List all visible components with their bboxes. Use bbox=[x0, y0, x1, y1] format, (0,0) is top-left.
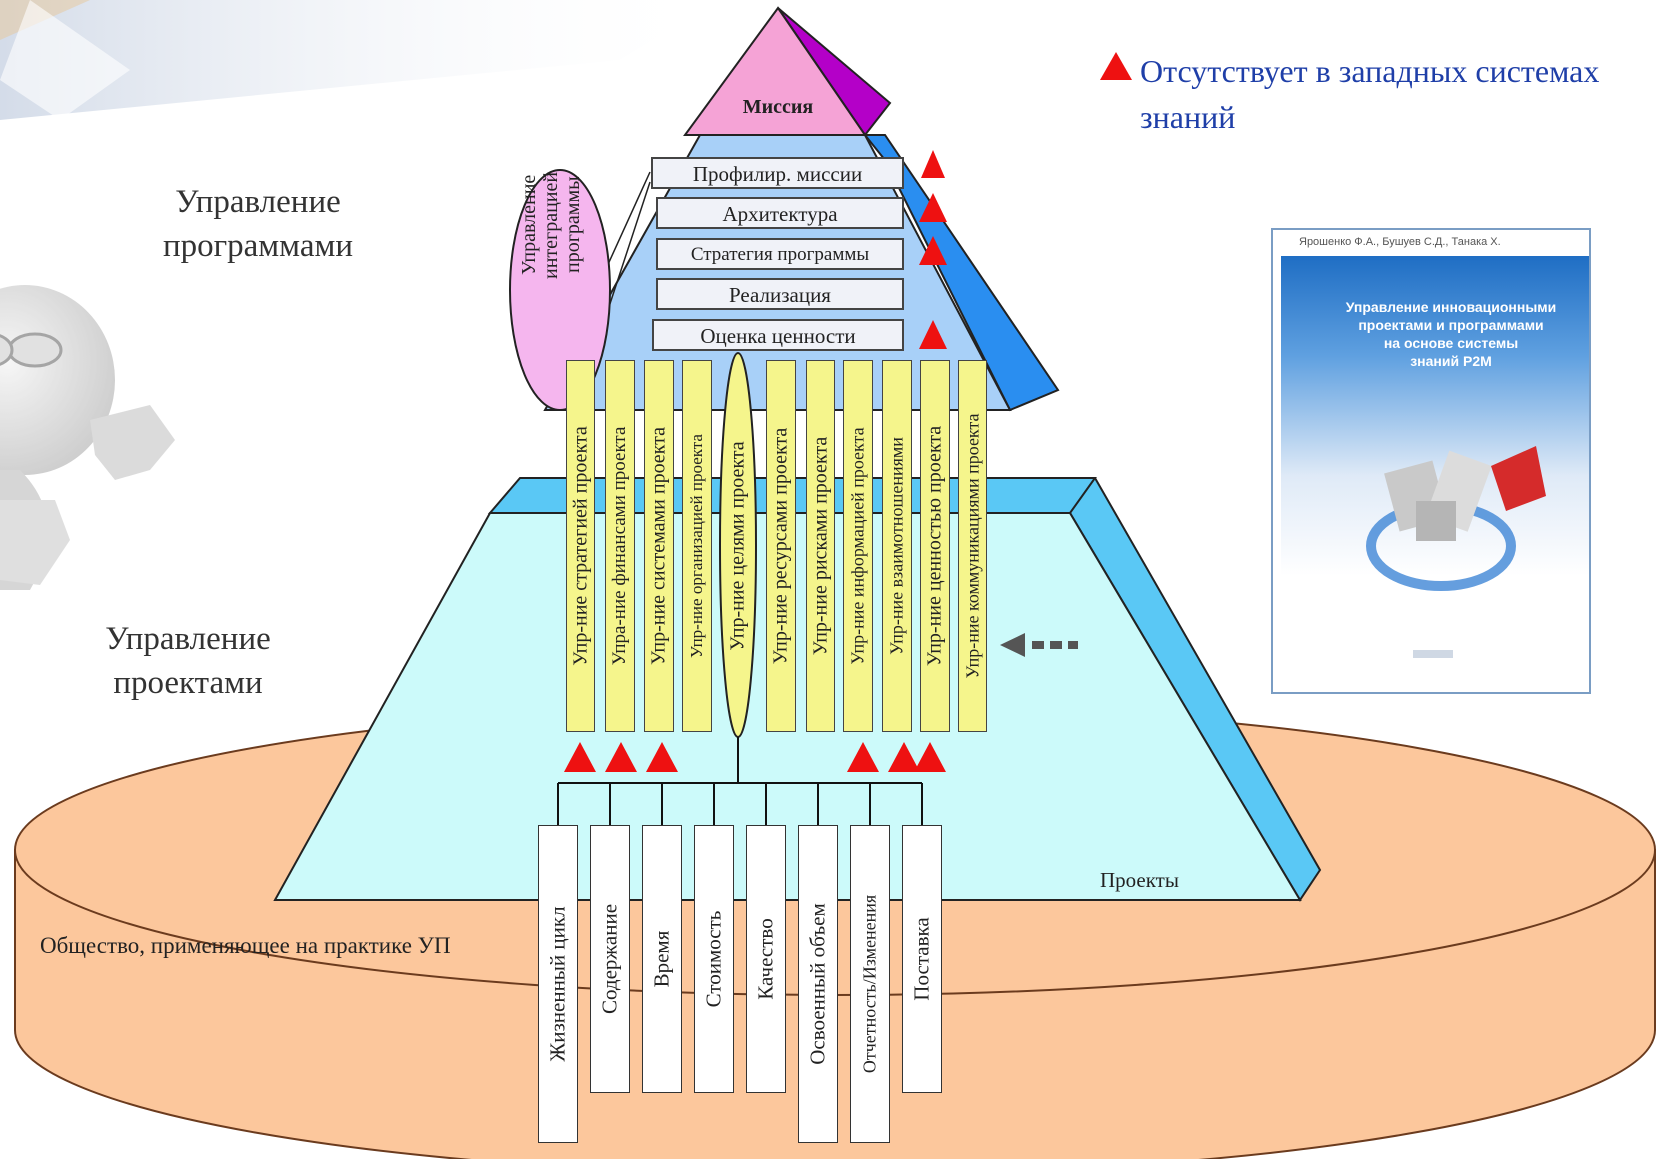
marker-triangle bbox=[605, 742, 637, 772]
connector-tree bbox=[557, 737, 923, 825]
marker-triangle bbox=[921, 150, 945, 178]
base-reporting: Отчетность/Изменения bbox=[850, 825, 890, 1143]
marker-triangle bbox=[919, 320, 947, 349]
marker-triangle bbox=[847, 742, 879, 772]
base-lifecycle: Жизненный цикл bbox=[538, 825, 578, 1143]
program-level-implementation: Реализация bbox=[656, 278, 904, 310]
book-cover-image bbox=[1366, 446, 1546, 591]
column-strategy: Упр-ние стратегией проекта bbox=[566, 360, 595, 732]
marker-triangle bbox=[888, 742, 920, 772]
program-level-strategy: Стратегия программы bbox=[656, 238, 904, 270]
project-management-label: Управление проектами bbox=[105, 621, 271, 701]
program-level-architecture: Архитектура bbox=[656, 197, 904, 229]
column-resources: Упр-ние ресурсами проекта bbox=[766, 360, 796, 732]
book-authors: Ярошенко Ф.А., Бушуев С.Д., Танака Х. bbox=[1299, 236, 1501, 248]
legend-text: Отсутствует в западных системах знаний bbox=[1140, 53, 1600, 135]
column-relationships: Упр-ние взаимотношениями bbox=[882, 360, 912, 732]
column-finance: Упра-ние финансами проекта bbox=[605, 360, 635, 732]
column-risks: Упр-ние рисками проекта bbox=[806, 360, 835, 732]
program-management-label: Управление программами bbox=[162, 184, 354, 264]
projects-label: Проекты bbox=[1100, 868, 1179, 892]
society-label: Общество, применяющее на практике УП bbox=[40, 933, 451, 958]
base-earned-value: Освоенный объем bbox=[798, 825, 838, 1143]
legend-marker-icon bbox=[1100, 52, 1132, 80]
marker-triangle bbox=[914, 742, 946, 772]
program-pyramid-side bbox=[862, 134, 1060, 412]
column-goals: Упр-ние целями проекта bbox=[726, 441, 749, 651]
marker-triangle bbox=[564, 742, 596, 772]
marker-triangle bbox=[646, 742, 678, 772]
base-scope: Содержание bbox=[590, 825, 630, 1093]
integration-ellipse bbox=[509, 169, 611, 411]
column-information: Упр-ние информацией проекта bbox=[843, 360, 873, 732]
program-level-value: Оценка ценности bbox=[652, 319, 904, 351]
column-communications: Упр-ние коммуникациями проекта bbox=[958, 360, 987, 732]
column-systems: Упр-ние системами проекта bbox=[644, 360, 674, 732]
absence-markers bbox=[564, 52, 1132, 772]
book-cover: Ярошенко Ф.А., Бушуев С.Д., Танака Х. Уп… bbox=[1271, 228, 1591, 694]
dashed-arrow bbox=[1000, 633, 1078, 657]
marker-triangle bbox=[919, 236, 947, 265]
base-cost: Стоимость bbox=[694, 825, 734, 1093]
book-title: Управление инновационными проектами и пр… bbox=[1345, 299, 1557, 369]
column-value: Упр-ние ценностью проекта bbox=[920, 360, 950, 732]
book-publisher-mark bbox=[1413, 650, 1453, 658]
base-delivery: Поставка bbox=[902, 825, 942, 1093]
mission-pyramid bbox=[683, 6, 867, 136]
base-quality: Качество bbox=[746, 825, 786, 1093]
mission-label: Миссия bbox=[742, 96, 814, 118]
background-decoration bbox=[0, 0, 720, 120]
book-cover-panel: Управление инновационными проектами и пр… bbox=[1281, 256, 1589, 656]
integration-label: Управление интеграцией программы bbox=[518, 171, 584, 279]
marker-triangle bbox=[919, 193, 947, 222]
figure-illustration bbox=[0, 285, 175, 590]
base-time: Время bbox=[642, 825, 682, 1093]
program-level-profiling: Профилир. миссии bbox=[651, 157, 904, 189]
column-organization: Упр-ние организацией проекта bbox=[682, 360, 712, 732]
